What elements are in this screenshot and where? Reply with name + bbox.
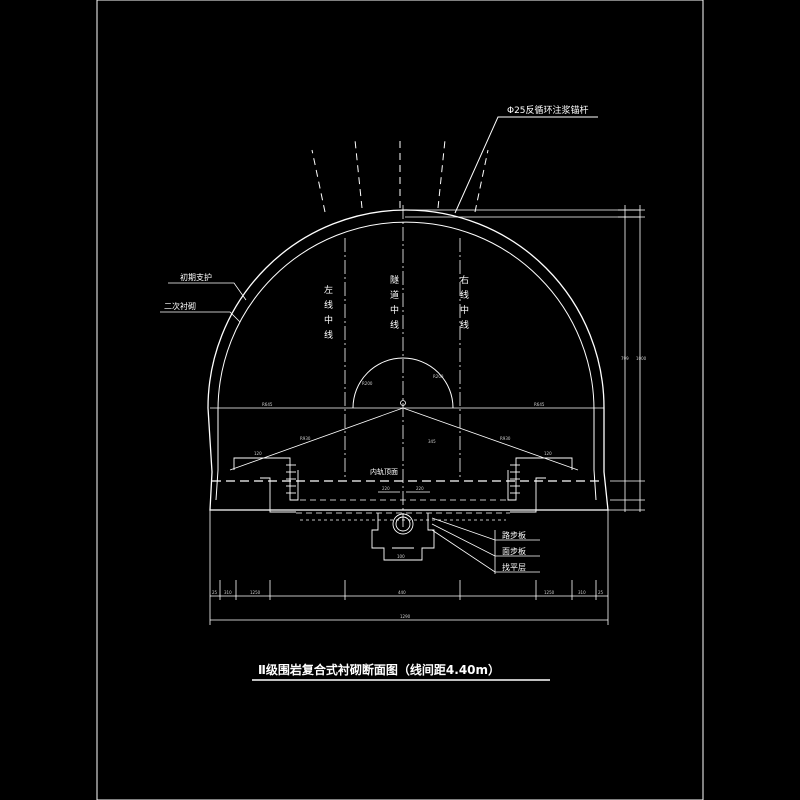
layer-label-2: 面步板 — [502, 546, 526, 556]
dim-wall-left: R930 — [300, 436, 311, 441]
wall-radius-right — [402, 407, 579, 471]
dim-drain-width: 100 — [397, 554, 405, 559]
dim-bottom-total: 1290 — [400, 614, 411, 619]
dim-ledge-left: 120 — [254, 451, 262, 456]
bottom-dims — [209, 510, 609, 625]
left-line-label: 左线中线 — [322, 284, 333, 345]
dim-ledge-right: 120 — [544, 451, 552, 456]
bolt-leader — [454, 116, 598, 214]
secondary-lining-leader — [160, 311, 241, 323]
left-cable-trough — [233, 457, 299, 513]
bolt-ray — [437, 139, 446, 209]
dim-height-upper: 799 — [621, 356, 629, 361]
dim-wall-right: R930 — [500, 436, 511, 441]
dim-offset-a: 220 — [382, 486, 390, 491]
dim-center-height: 345 — [428, 439, 436, 444]
wall-radius-left — [229, 407, 404, 471]
dim-bottom-seg-2: 310 — [224, 590, 232, 595]
dim-bottom-seg-7: 25 — [598, 590, 604, 595]
layer-label-1: 路步板 — [502, 530, 526, 540]
right-height-dims — [608, 205, 645, 512]
central-drain — [371, 513, 435, 561]
dim-bottom-seg-6: 310 — [578, 590, 586, 595]
secondary-lining-label: 二次衬砌 — [164, 301, 196, 311]
inner-center-arch — [352, 357, 454, 409]
tunnel-center-label: 隧道中线 — [388, 274, 399, 335]
right-line-label: 右线中线 — [458, 274, 469, 335]
svg-text:右线中线: 右线中线 — [458, 274, 469, 335]
bolt-ray — [354, 139, 363, 209]
bolt-ray — [474, 149, 489, 213]
secondary-lining-left-wall — [215, 410, 219, 501]
dim-bottom-seg-3: 1250 — [250, 590, 261, 595]
dim-height-total: 1000 — [636, 356, 647, 361]
anchor-bolt-rays — [311, 138, 489, 213]
arch-center-point — [400, 400, 406, 406]
dim-bottom-seg-1: 25 — [212, 590, 218, 595]
right-cable-trough — [507, 457, 573, 513]
drawing-title: Ⅱ级围岩复合式衬砌断面图（线间距4.40m） — [258, 662, 500, 677]
svg-text:左线中线: 左线中线 — [322, 284, 333, 345]
initial-support-label: 初期支护 — [180, 272, 212, 282]
dim-bottom-seg-5: 1250 — [544, 590, 555, 595]
dim-bottom-seg-4: 440 — [398, 590, 406, 595]
sheet-frame — [96, 0, 704, 800]
layer-label-3: 找平层 — [502, 562, 526, 572]
layer-callouts — [431, 517, 540, 574]
secondary-lining-arch — [217, 221, 597, 501]
rail-top-label: 内轨顶面 — [370, 467, 398, 476]
bolt-ray — [311, 149, 326, 213]
svg-text:隧道中线: 隧道中线 — [388, 274, 399, 335]
dim-arch-right: R645 — [534, 402, 545, 407]
bolt-label: Φ25反循环注浆锚杆 — [507, 104, 589, 116]
initial-support-arch — [207, 209, 609, 511]
initial-support-leader — [168, 282, 247, 301]
dim-inner-left: R200 — [362, 381, 373, 386]
dim-offset-b: 220 — [416, 486, 424, 491]
dim-inner-right: R200 — [433, 374, 444, 379]
dim-arch-left: R645 — [262, 402, 273, 407]
